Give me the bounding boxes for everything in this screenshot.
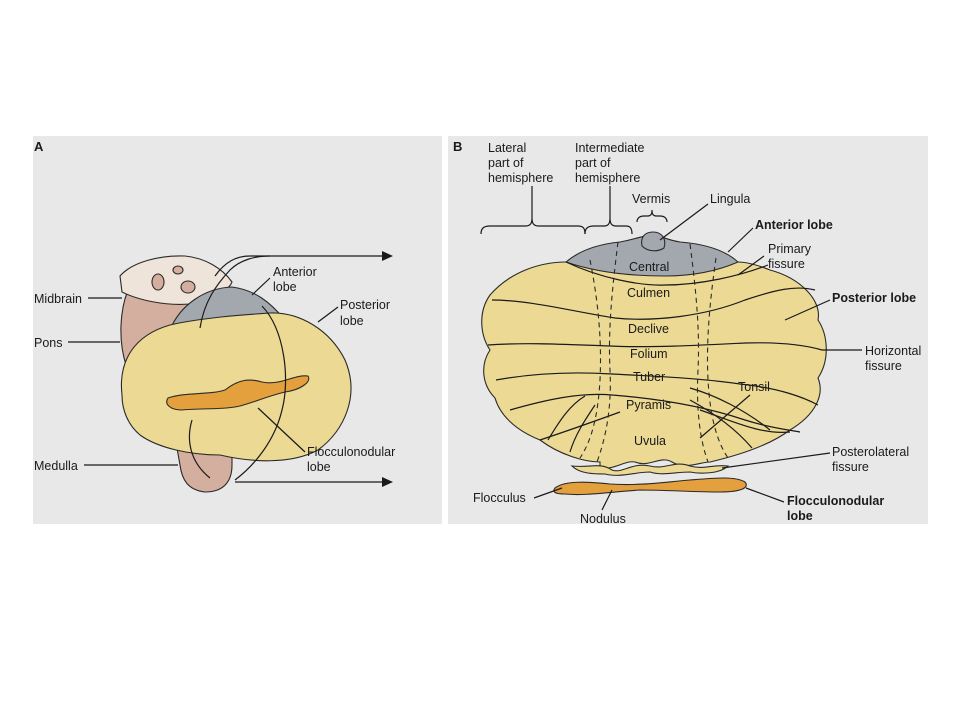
leader-floccnod-b — [745, 487, 785, 503]
leader-lingula — [659, 203, 709, 241]
midbrain-cap — [119, 255, 233, 305]
label-posterior-lobe-1: Posterior — [340, 298, 390, 312]
label-uvula: Uvula — [634, 434, 666, 448]
sagittal-plane-line — [199, 255, 271, 329]
folia-line — [509, 393, 801, 433]
leader-posterolateral — [721, 452, 831, 469]
tonsil-line — [547, 395, 586, 441]
flocculonodular-lobe-b — [553, 477, 747, 496]
leader-nodulus — [601, 489, 613, 511]
label-posterior-lobe-b: Posterior lobe — [832, 291, 916, 305]
label-posterolateral-2: fissure — [832, 460, 869, 474]
label-vermis: Vermis — [632, 192, 670, 206]
flocculonodular-lobe-a — [166, 375, 310, 411]
label-medulla: Medulla — [34, 459, 78, 473]
cerebellar-hemispheres-b — [481, 261, 827, 469]
folia-line — [487, 342, 823, 351]
label-horizontal-fissure-2: fissure — [865, 359, 902, 373]
panel-b-letter: B — [453, 139, 462, 154]
midbrain-colliculus — [180, 280, 196, 294]
label-lingula: Lingula — [710, 192, 750, 206]
label-midbrain: Midbrain — [34, 292, 82, 306]
leader-primary-fissure — [737, 255, 765, 276]
label-pyramis: Pyramis — [626, 398, 671, 412]
label-floccnod-1: Flocculonodular — [307, 445, 395, 459]
anterior-lobe-b — [564, 234, 739, 277]
label-anterior-lobe-1: Anterior — [273, 265, 317, 279]
label-central: Central — [629, 260, 669, 274]
label-intermediate-3: hemisphere — [575, 171, 640, 185]
label-lateral-2: part of — [488, 156, 524, 170]
folia-line — [491, 287, 816, 320]
label-primary-fissure-1: Primary — [768, 242, 812, 256]
brace-vermis — [636, 209, 668, 223]
label-flocculus: Flocculus — [473, 491, 526, 505]
label-floccnod-b-2: lobe — [787, 509, 813, 523]
label-declive: Declive — [628, 322, 669, 336]
label-floccnod-b-1: Flocculonodular — [787, 494, 884, 508]
leader-floccnod — [257, 407, 306, 453]
tonsil-line — [689, 399, 753, 449]
label-lateral-3: hemisphere — [488, 171, 553, 185]
label-tonsil: Tonsil — [738, 380, 770, 394]
leader-flocculus — [533, 487, 563, 499]
folia-line — [495, 372, 819, 406]
posterolateral-fissure-edge — [570, 463, 730, 476]
label-lateral-1: Lateral — [488, 141, 526, 155]
folia-line — [699, 409, 791, 433]
vermis-boundary-left — [596, 241, 619, 463]
label-pons: Pons — [34, 336, 63, 350]
label-culmen: Culmen — [627, 286, 670, 300]
label-intermediate-2: part of — [575, 156, 611, 170]
leader-anterior-lobe — [727, 227, 754, 253]
intermediate-boundary-left — [579, 259, 602, 459]
sagittal-plane-line — [234, 305, 287, 481]
panel-b: B Lateral part of hemisphere Intermediat… — [448, 136, 928, 526]
sagittal-plane-line — [188, 419, 211, 479]
panel-a: A Midbrain Pons Medulla Anteri — [33, 136, 442, 524]
lingula-bump — [641, 231, 666, 252]
label-intermediate-1: Intermediate — [575, 141, 645, 155]
label-floccnod-2: lobe — [307, 460, 331, 474]
label-tuber: Tuber — [633, 370, 665, 384]
panel-a-letter: A — [34, 139, 44, 154]
leader-tonsil — [699, 394, 751, 439]
label-nodulus: Nodulus — [580, 512, 626, 526]
midbrain-colliculus — [151, 273, 165, 291]
label-horizontal-fissure-1: Horizontal — [865, 344, 921, 358]
label-primary-fissure-2: fissure — [768, 257, 805, 271]
label-anterior-lobe-b: Anterior lobe — [755, 218, 833, 232]
intermediate-boundary-right — [706, 257, 729, 459]
folia-line — [539, 411, 621, 441]
label-anterior-lobe-2: lobe — [273, 280, 297, 294]
leader-posterior — [317, 306, 339, 323]
section-arrow-top-head — [382, 251, 393, 261]
label-posterior-lobe-2: lobe — [340, 314, 364, 328]
label-folium: Folium — [630, 347, 668, 361]
midbrain-colliculus — [172, 265, 184, 275]
leader-posterior-lobe — [784, 299, 831, 321]
leader-anterior — [251, 277, 271, 296]
label-posterolateral-1: Posterolateral — [832, 445, 909, 459]
section-arrow-top — [214, 255, 385, 277]
tonsil-line — [569, 404, 596, 453]
section-arrow-bottom-head — [382, 477, 393, 487]
